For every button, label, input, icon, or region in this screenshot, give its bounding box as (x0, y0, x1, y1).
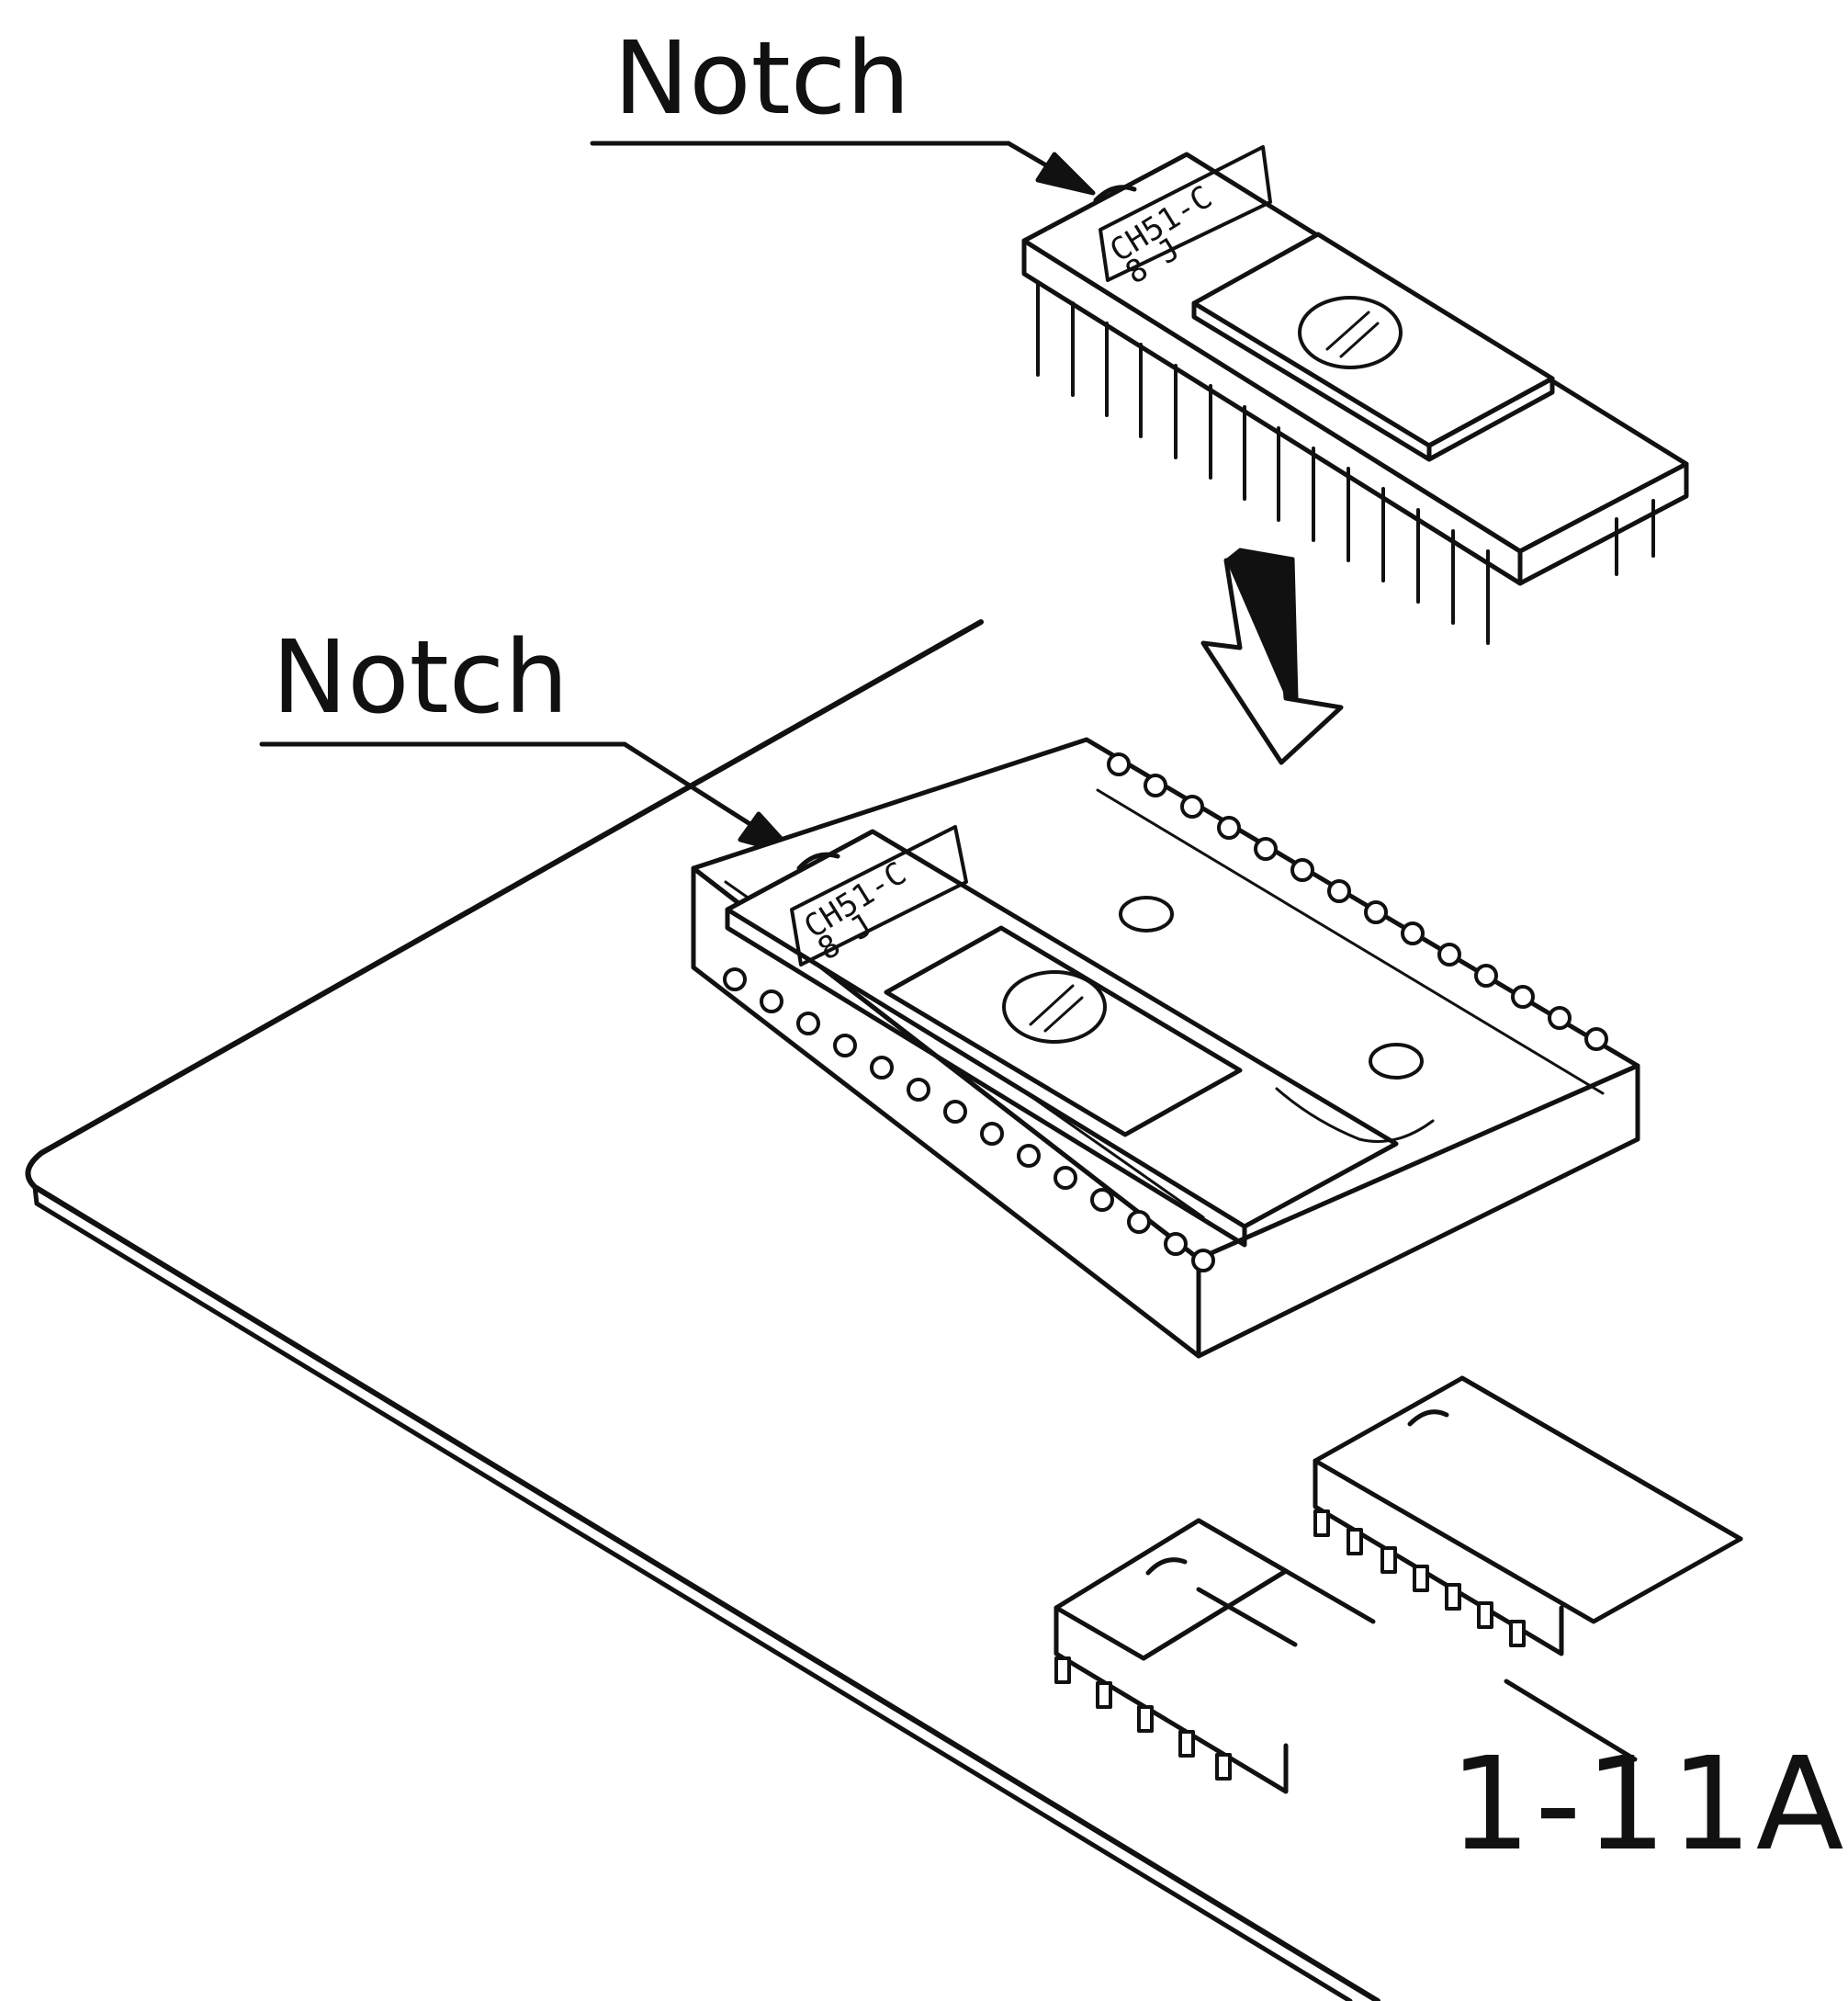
notch-leader-socket (259, 741, 798, 857)
figure-number: 1-11A (1449, 1730, 1848, 1880)
board-ic-right (1313, 1375, 1743, 1762)
notch-label-top: Notch (614, 19, 910, 137)
eprom-chip-top (1021, 145, 1689, 645)
notch-label-socket: Notch (272, 618, 569, 736)
chip-socket (691, 737, 1640, 1359)
insertion-arrow (1200, 548, 1344, 765)
notch-leader-top (590, 141, 1096, 196)
chip-installation-diagram: CH51-C 8 J CH51-C 8 J (25, 141, 1743, 2001)
board-ic-left (1054, 1518, 1376, 1794)
figure-stage: CH51-C 8 J CH51-C 8 J Notch Notch 1-11A (25, 19, 1844, 2001)
circuit-board (25, 619, 1380, 2001)
